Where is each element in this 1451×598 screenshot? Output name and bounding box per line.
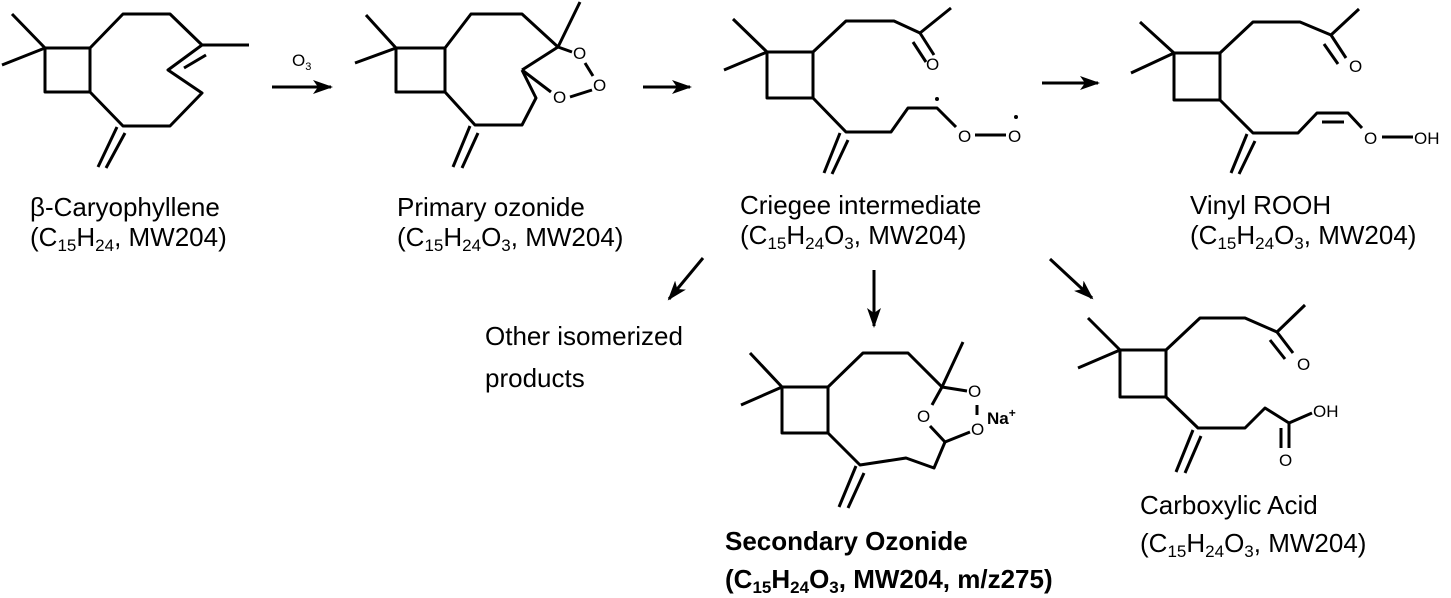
formula-text: O (1274, 220, 1295, 250)
arrow-ozonolysis: O3 (272, 51, 333, 94)
molecule-criegee-intermediate: O O O (723, 6, 1021, 175)
formula-text: , MW204) (853, 220, 967, 250)
formula-text: O (809, 564, 830, 594)
formula-text: (C (740, 220, 768, 250)
atom-o: O (958, 127, 971, 146)
formula-text: H (771, 564, 791, 594)
formula-subscript: 15 (1217, 234, 1237, 253)
compound-formula: (C15H24, MW204) (30, 222, 227, 255)
molecule-vinyl-rooh: O O OH (1130, 7, 1440, 175)
formula-subscript: 24 (1205, 542, 1225, 561)
atom-o: O (971, 420, 984, 439)
formula-subscript: 24 (805, 234, 825, 253)
label-other-products: Other isomerized products (485, 315, 683, 399)
formula-text: , MW204) (114, 222, 227, 252)
formula-subscript: 15 (424, 236, 444, 255)
molecule-secondary-ozonide: O O O Na+ (740, 341, 1016, 509)
label-caryophyllene: β-Caryophyllene (C15H24, MW204) (30, 192, 227, 255)
arrow-to-other-products (667, 257, 705, 301)
label-secondary-ozonide: Secondary Ozonide (C15H24O3, MW204, m/z2… (725, 522, 1053, 598)
formula-subscript: 3 (844, 234, 854, 253)
other-products-line2: products (485, 363, 585, 393)
compound-name: Secondary Ozonide (725, 526, 968, 556)
formula-text: (C (30, 222, 58, 252)
formula-text: , MW204, m/z275) (838, 564, 1053, 594)
compound-name: Carboxylic Acid (1140, 490, 1318, 520)
formula-text: (C (1190, 220, 1218, 250)
label-criegee-intermediate: Criegee intermediate (C15H24O3, MW204) (740, 190, 982, 253)
formula-subscript: 3 (1244, 542, 1254, 561)
atom-o: O (968, 382, 981, 401)
other-products-line1: Other isomerized (485, 321, 683, 351)
formula-text: H (1236, 220, 1256, 250)
formula-text: O (481, 222, 502, 252)
molecule-caryophyllene (1, 12, 249, 169)
atom-o: O (553, 88, 566, 107)
compound-formula: (C15H24O3, MW204) (1190, 220, 1417, 253)
formula-text: H (76, 222, 96, 252)
atom-o: O (917, 407, 930, 426)
compound-formula: (C15H24O3, MW204) (397, 222, 624, 255)
formula-text: (C (397, 222, 425, 252)
compound-formula: (C15H24O3, MW204, m/z275) (725, 560, 1053, 598)
atom-o: O (926, 55, 939, 74)
formula-subscript: 24 (1255, 234, 1275, 253)
atom-oh: OH (1414, 129, 1440, 148)
formula-text: H (786, 220, 806, 250)
formula-text: O (824, 220, 845, 250)
compound-name: Vinyl ROOH (1190, 190, 1332, 220)
atom-o: O (573, 44, 586, 63)
formula-subscript: 24 (462, 236, 482, 255)
sodium-adduct: Na+ (987, 406, 1016, 428)
formula-subscript: 3 (501, 236, 511, 255)
formula-text: (C (1140, 528, 1168, 558)
compound-name: β-Caryophyllene (30, 192, 220, 222)
formula-text: O (1224, 528, 1245, 558)
atom-o: O (1297, 355, 1310, 374)
label-vinyl-rooh: Vinyl ROOH (C15H24O3, MW204) (1190, 190, 1417, 253)
formula-text: H (443, 222, 463, 252)
radical-dot (935, 97, 939, 101)
formula-subscript: 15 (1167, 542, 1187, 561)
molecule-carboxylic-acid: O OH O (1077, 303, 1339, 474)
formula-subscript: 15 (57, 236, 77, 255)
formula-subscript: 3 (829, 578, 839, 597)
formula-subscript: 24 (95, 236, 115, 255)
formula-text: (C (725, 564, 753, 594)
atom-o: O (1008, 127, 1021, 146)
formula-text: , MW204) (1253, 528, 1367, 558)
formula-text: , MW204) (510, 222, 624, 252)
molecule-primary-ozonide: O O O (354, 1, 606, 169)
compound-formula: (C15H24O3, MW204) (1140, 524, 1366, 562)
arrow-to-carboxylic-acid (1048, 257, 1094, 300)
atom-o: O (1349, 57, 1362, 76)
formula-subscript: 15 (752, 578, 772, 597)
atom-o: O (593, 76, 606, 95)
compound-name: Primary ozonide (397, 192, 585, 222)
label-primary-ozonide: Primary ozonide (C15H24O3, MW204) (397, 192, 624, 255)
formula-subscript: 3 (1294, 234, 1304, 253)
reagent-o3: O3 (292, 51, 311, 73)
formula-subscript: 24 (790, 578, 810, 597)
compound-name: Criegee intermediate (740, 190, 982, 220)
atom-oh: OH (1313, 402, 1339, 421)
atom-o: O (1364, 129, 1377, 148)
radical-dot (1014, 115, 1018, 119)
formula-text: H (1186, 528, 1206, 558)
label-carboxylic-acid: Carboxylic Acid (C15H24O3, MW204) (1140, 486, 1366, 562)
atom-o: O (1279, 451, 1292, 470)
compound-formula: (C15H24O3, MW204) (740, 220, 981, 253)
formula-text: , MW204) (1303, 220, 1417, 250)
formula-subscript: 15 (767, 234, 787, 253)
